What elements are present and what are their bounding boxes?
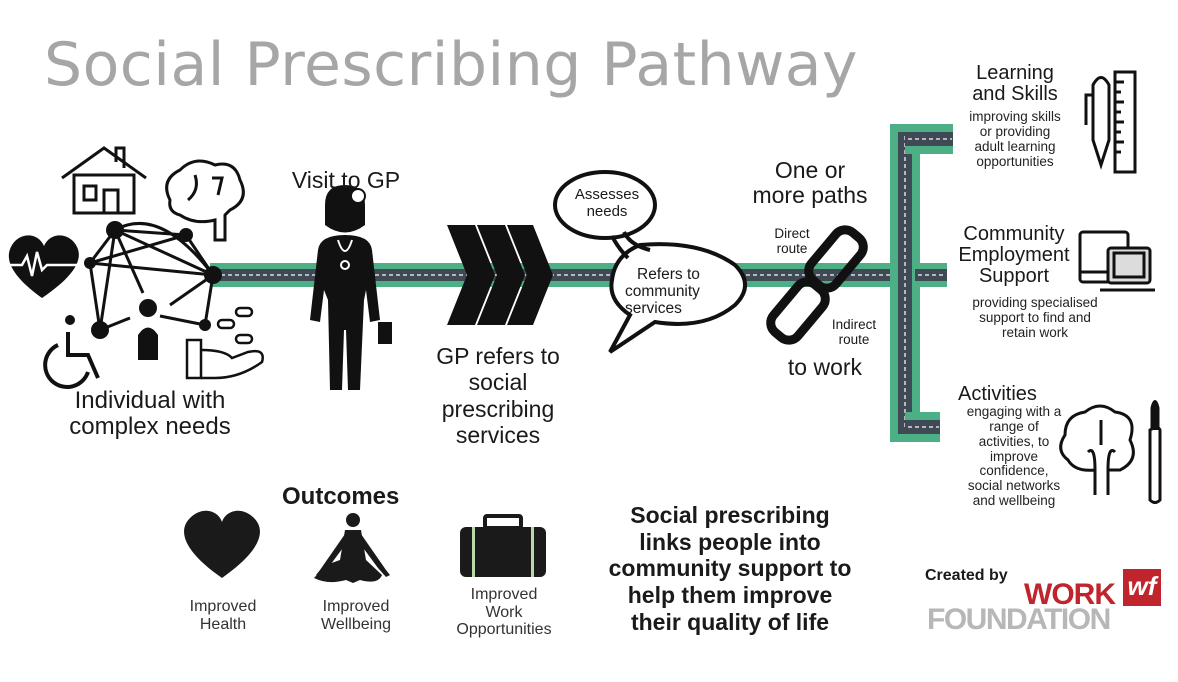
card-desc-line: providing specialised (972, 295, 1098, 310)
route-line: Indirect (831, 317, 877, 332)
card-description: engaging with a range of activities, to … (952, 404, 1076, 509)
bubble-line: services (625, 300, 682, 318)
card-description: providing specialised support to find an… (950, 295, 1120, 341)
refers-community-label: Refers to community services (625, 266, 735, 317)
road (210, 124, 953, 442)
card-desc-line: activities, to (978, 433, 1050, 449)
card-title-line: Support (978, 265, 1050, 287)
wheelchair-icon (43, 315, 100, 389)
card-desc-line: retain work (1001, 324, 1069, 340)
meditation-icon (314, 513, 390, 583)
outcome-line: Opportunities (456, 621, 552, 639)
summary-line: their quality of life (630, 608, 830, 635)
assesses-needs-label: Assesses needs (557, 186, 657, 220)
gp-refers-line: GP refers to (436, 343, 560, 369)
page-title: Social Prescribing Pathway (44, 30, 859, 100)
outcome-work-label: Improved Work Opportunities (446, 586, 562, 639)
card-desc-line: social networks (967, 478, 1061, 494)
card-desc-line: engaging with a (966, 404, 1062, 419)
bubble-line: Refers to (637, 266, 700, 283)
card-desc-line: range of (989, 418, 1039, 434)
gp-refers-line: prescribing (441, 395, 555, 422)
outcome-line: Wellbeing (321, 615, 391, 633)
card-description: improving skills or providing adult lear… (958, 109, 1072, 169)
card-desc-line: or providing (979, 123, 1051, 139)
brain-icon (165, 159, 245, 242)
gp-refers-label: GP refers to social prescribing services (408, 343, 588, 449)
card-title-line: and Skills (972, 83, 1058, 105)
individual-label-line: complex needs (69, 413, 231, 441)
card-title: Community Employment Support (950, 224, 1078, 287)
paths-label: One or more paths (740, 157, 880, 209)
logo-work-text: WORK (1024, 578, 1116, 611)
card-title: Learning and Skills (960, 63, 1070, 105)
computer-laptop-icon (1078, 230, 1155, 292)
outcome-line: Health (199, 615, 247, 633)
to-work-label: to work (787, 354, 863, 380)
outcome-line: Work (485, 603, 523, 621)
gp-visit-label: Visit to GP (291, 167, 401, 193)
card-desc-line: support to find and (979, 309, 1091, 325)
paths-line: more paths (752, 182, 868, 209)
card-desc-line: adult learning (974, 138, 1056, 154)
house-icon (61, 146, 147, 215)
pencil-ruler-icon (1084, 70, 1137, 174)
card-title-line: Learning (976, 62, 1054, 84)
route-line: route (776, 240, 808, 256)
individual-label-line: Individual with (74, 387, 226, 414)
created-by-label: Created by (925, 567, 1008, 584)
network-icon (88, 221, 215, 332)
route-line: Direct (774, 226, 810, 241)
gp-refers-line: social (468, 369, 528, 396)
card-desc-line: and wellbeing (972, 493, 1056, 509)
chain-link-icon (766, 225, 868, 345)
speech-bubble-assesses (553, 170, 657, 240)
outcome-wellbeing-label: Improved Wellbeing (308, 598, 404, 633)
bubble-line: needs (586, 202, 628, 220)
speech-bubble-refers (608, 231, 747, 354)
card-desc-line: improving skills (969, 109, 1061, 124)
bubble-line: community (625, 283, 700, 301)
summary-statement: Social prescribing links people into com… (582, 502, 878, 635)
card-desc-line: improve (989, 448, 1038, 464)
gp-refers-line: services (455, 422, 541, 449)
hand-pills-icon (185, 306, 264, 380)
heart-pulse-icon (8, 235, 79, 298)
heart-icon (184, 510, 260, 578)
card-title: Activities (958, 384, 1068, 405)
network-nodes (84, 221, 222, 360)
summary-line: Social prescribing (630, 502, 830, 528)
paths-line: One or (774, 157, 846, 183)
summary-line: community support to (608, 555, 852, 582)
bubble-line: Assesses (574, 186, 640, 203)
outcome-line: Improved (189, 598, 257, 615)
chevron-arrows-icon (447, 225, 553, 325)
logo-foundation-text: FOUNDATION (927, 603, 1111, 636)
summary-line: help them improve (627, 582, 833, 609)
outcome-line: Improved (470, 586, 538, 603)
card-title-line: Community (963, 223, 1065, 245)
route-line: route (838, 331, 870, 347)
briefcase-icon (460, 514, 546, 577)
direct-route-label: Direct route (760, 226, 824, 257)
outcome-health-label: Improved Health (178, 598, 268, 633)
card-title-line: Employment (958, 244, 1070, 266)
summary-line: links people into (639, 528, 821, 555)
outcome-line: Improved (322, 598, 390, 615)
tree-brush-icon (1059, 400, 1162, 504)
outcomes-title: Outcomes (282, 483, 400, 510)
card-title-line: Activities (958, 383, 1037, 405)
card-desc-line: opportunities (976, 153, 1054, 169)
card-desc-line: confidence, (979, 463, 1049, 479)
wf-logo-badge-icon: wf (1123, 569, 1161, 606)
individual-label: Individual with complex needs (40, 387, 260, 441)
indirect-route-label: Indirect route (822, 317, 886, 348)
doctor-icon (310, 185, 392, 390)
